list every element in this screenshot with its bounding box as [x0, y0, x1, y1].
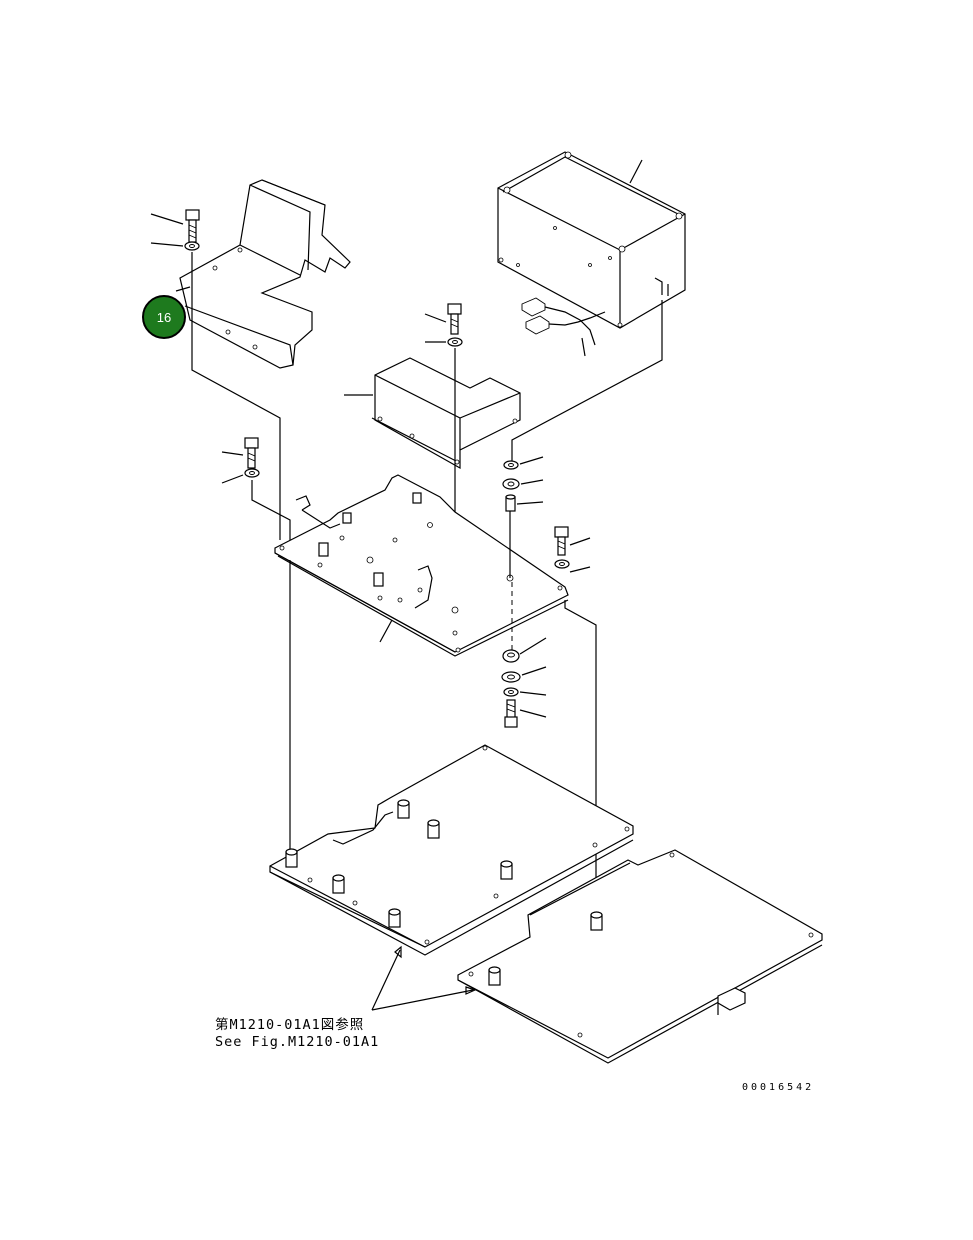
lower-hardware-stack: [501, 637, 547, 728]
middle-cover: [344, 357, 521, 470]
controller-box: [497, 151, 686, 357]
main-mounting-plate: [274, 474, 569, 657]
bolt-left: [221, 437, 259, 469]
base-plate-right: [457, 849, 823, 1064]
bolt-upper-left: [150, 209, 200, 243]
washer-right: [554, 559, 591, 573]
washer-left: [221, 468, 260, 484]
left-cover-bracket: [179, 179, 351, 369]
base-plate-left: [269, 744, 634, 956]
reference-label-en: See Fig.M1210-01A1: [215, 1034, 379, 1050]
bolt-middle: [424, 303, 462, 335]
callout-16-label: 16: [157, 310, 171, 325]
reference-label-jp: 第M1210-01A1図参照: [215, 1016, 364, 1033]
reference-arrows: [371, 945, 477, 1011]
spacer: [505, 494, 544, 512]
callout-16[interactable]: 16: [142, 295, 186, 339]
washer-upper-left: [150, 241, 200, 251]
washer-middle: [425, 337, 463, 347]
bolt-right: [554, 526, 591, 556]
washer-stack-upper: [502, 456, 544, 490]
document-id: 00016542: [742, 1082, 814, 1093]
